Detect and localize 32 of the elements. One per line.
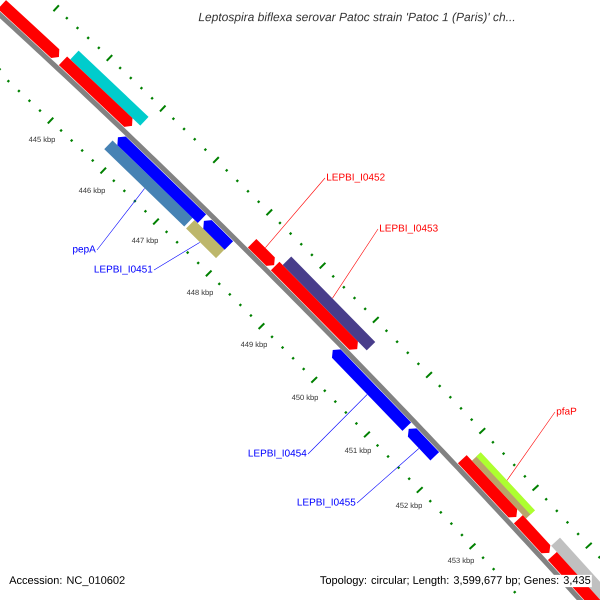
gene-label: pfaP [556, 407, 576, 417]
summary-text: Topology: circular; Length: 3,599,677 bp; Genes: 3,435 [318, 574, 592, 588]
gene-block [58, 56, 132, 127]
gene-label: LEPBI_I0452 [327, 174, 385, 182]
leader-line [506, 412, 556, 481]
gene-block [514, 515, 550, 554]
gene-label: LEPBI_I0454 [248, 450, 306, 458]
leader-line [356, 448, 420, 504]
gene-block [458, 455, 518, 518]
gene-block [472, 452, 536, 519]
gene-block [117, 136, 206, 223]
gene-block [408, 428, 440, 460]
gene-label: LEPBI_I0455 [298, 498, 356, 508]
title: Leptospira biflexa serovar Patoc strain 'Patoc 1 (Paris)' ch... [198, 12, 514, 24]
gene-block [270, 262, 358, 350]
leader-line [332, 228, 378, 298]
gene-label: pepA [73, 246, 96, 254]
leader-line [96, 188, 145, 250]
gene-block [0, 0, 60, 58]
leader-line [308, 394, 368, 454]
gene-label: LEPBI_I0453 [380, 224, 438, 234]
leader-line [154, 242, 200, 270]
gene-block [70, 50, 149, 126]
gene-block [203, 220, 234, 250]
leader-line [265, 178, 326, 248]
gene-block [282, 256, 376, 350]
gene-block [248, 238, 275, 266]
gene-label: LEPBI_I0451 [94, 266, 152, 274]
gene-block [104, 140, 193, 227]
gene-block [186, 220, 224, 258]
gene-block [332, 349, 412, 431]
accession-text: Accession: NC_010602 [9, 576, 125, 586]
